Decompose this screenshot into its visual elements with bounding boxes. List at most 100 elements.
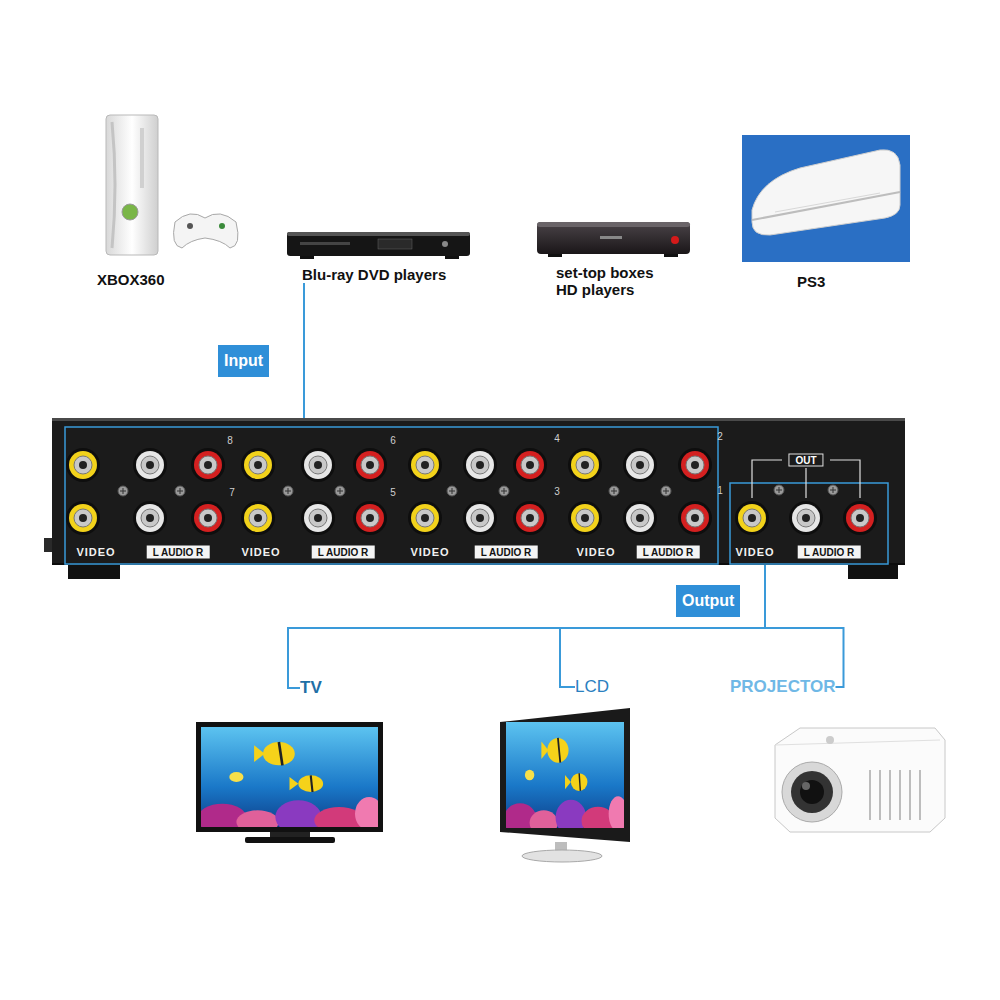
port-number: 8 xyxy=(227,435,233,446)
rca-jack xyxy=(353,448,387,482)
dvd-player xyxy=(378,239,412,249)
rca-jack xyxy=(748,514,756,522)
device-label: Blu-ray DVD players xyxy=(302,266,446,283)
port-number: 6 xyxy=(390,435,396,446)
rca-jack xyxy=(636,514,644,522)
jack-label: VIDEO xyxy=(241,546,280,558)
screw xyxy=(609,486,619,496)
rca-jack xyxy=(416,509,434,527)
ps3-console xyxy=(752,192,900,220)
rca-jack xyxy=(74,456,92,474)
output-outline xyxy=(730,483,888,564)
rca-jack xyxy=(301,448,335,482)
xbox-console xyxy=(219,223,225,229)
device-label-text: Blu-ray DVD players xyxy=(302,266,446,283)
set-top-box xyxy=(664,254,678,257)
display-label: TV xyxy=(300,678,322,698)
rca-jack xyxy=(204,461,212,469)
screw xyxy=(449,488,455,494)
set-top-box xyxy=(537,222,690,227)
set-top-box xyxy=(671,236,679,244)
rca-jack xyxy=(576,509,594,527)
rca-jack xyxy=(678,501,712,535)
rca-jack xyxy=(476,461,484,469)
dvd-player xyxy=(445,256,459,259)
screw xyxy=(285,488,291,494)
rca-jack xyxy=(366,514,374,522)
jack-label: VIDEO xyxy=(410,546,449,558)
lcd-illustration xyxy=(504,722,628,835)
device-label: set-top boxes HD players xyxy=(556,264,668,298)
rca-jack xyxy=(66,448,100,482)
screw xyxy=(177,488,183,494)
rca-jack xyxy=(408,501,442,535)
lcd-illustration xyxy=(522,850,602,862)
rca-jack xyxy=(631,509,649,527)
projector-illustration xyxy=(826,736,834,744)
rca-jack xyxy=(136,451,164,479)
projector-illustration xyxy=(782,762,842,822)
out-label: OUT xyxy=(788,454,823,467)
set-top-box xyxy=(537,222,690,254)
screw xyxy=(830,487,836,493)
connector xyxy=(288,565,765,688)
projector-illustration xyxy=(775,728,945,832)
jack-label: L AUDIO R xyxy=(147,546,210,559)
rca-jack xyxy=(686,509,704,527)
rca-jack xyxy=(194,451,222,479)
display-label: LCD xyxy=(575,677,609,697)
rca-jack xyxy=(691,461,699,469)
rca-jack xyxy=(411,504,439,532)
rca-jack xyxy=(304,504,332,532)
projector-illustration xyxy=(899,770,901,820)
xbox-console xyxy=(112,122,115,248)
tv-illustration xyxy=(196,722,383,843)
port-number: 7 xyxy=(229,487,235,498)
port-number: 5 xyxy=(390,487,396,498)
set-top-box xyxy=(600,236,622,239)
set-top-box xyxy=(548,254,562,257)
screw xyxy=(776,487,782,493)
display-label-text: LCD xyxy=(575,677,609,697)
rca-jack xyxy=(691,514,699,522)
switch-feet xyxy=(848,565,898,579)
projector-illustration xyxy=(775,740,940,745)
rca-jack xyxy=(361,456,379,474)
ps3-console xyxy=(742,135,910,262)
dvd-player xyxy=(300,242,350,245)
rca-jack xyxy=(576,456,594,474)
rca-jack xyxy=(301,501,335,535)
screw xyxy=(175,486,185,496)
rca-jack xyxy=(789,501,823,535)
rca-jack xyxy=(568,448,602,482)
rca-jack xyxy=(681,451,709,479)
screw xyxy=(335,486,345,496)
dvd-player xyxy=(287,232,470,259)
screw xyxy=(283,486,293,496)
xbox-console xyxy=(106,115,238,255)
rca-jack xyxy=(366,461,374,469)
rca-jack xyxy=(735,501,769,535)
display-label-text: PROJECTOR xyxy=(730,677,836,697)
rca-jack xyxy=(471,456,489,474)
connector xyxy=(560,565,765,687)
rca-jack xyxy=(571,451,599,479)
projector-illustration xyxy=(802,782,810,790)
screw xyxy=(501,488,507,494)
projector-illustration xyxy=(879,770,881,820)
rca-jack xyxy=(686,456,704,474)
rca-jack xyxy=(244,504,272,532)
switch-panel: 8642OUT7531VIDEOL AUDIO RVIDEOL AUDIO RV… xyxy=(52,418,905,565)
display-label: PROJECTOR xyxy=(730,677,836,697)
output-tag: Output xyxy=(676,585,740,617)
xbox-console xyxy=(106,115,158,255)
rca-jack xyxy=(133,501,167,535)
set-top-box xyxy=(537,222,690,257)
rca-jack xyxy=(856,514,864,522)
rca-jack xyxy=(568,501,602,535)
screw xyxy=(828,485,838,495)
device-label-text: XBOX360 xyxy=(97,271,165,288)
rca-jack xyxy=(191,448,225,482)
projector-illustration xyxy=(870,770,920,820)
tv-illustration xyxy=(245,837,335,843)
